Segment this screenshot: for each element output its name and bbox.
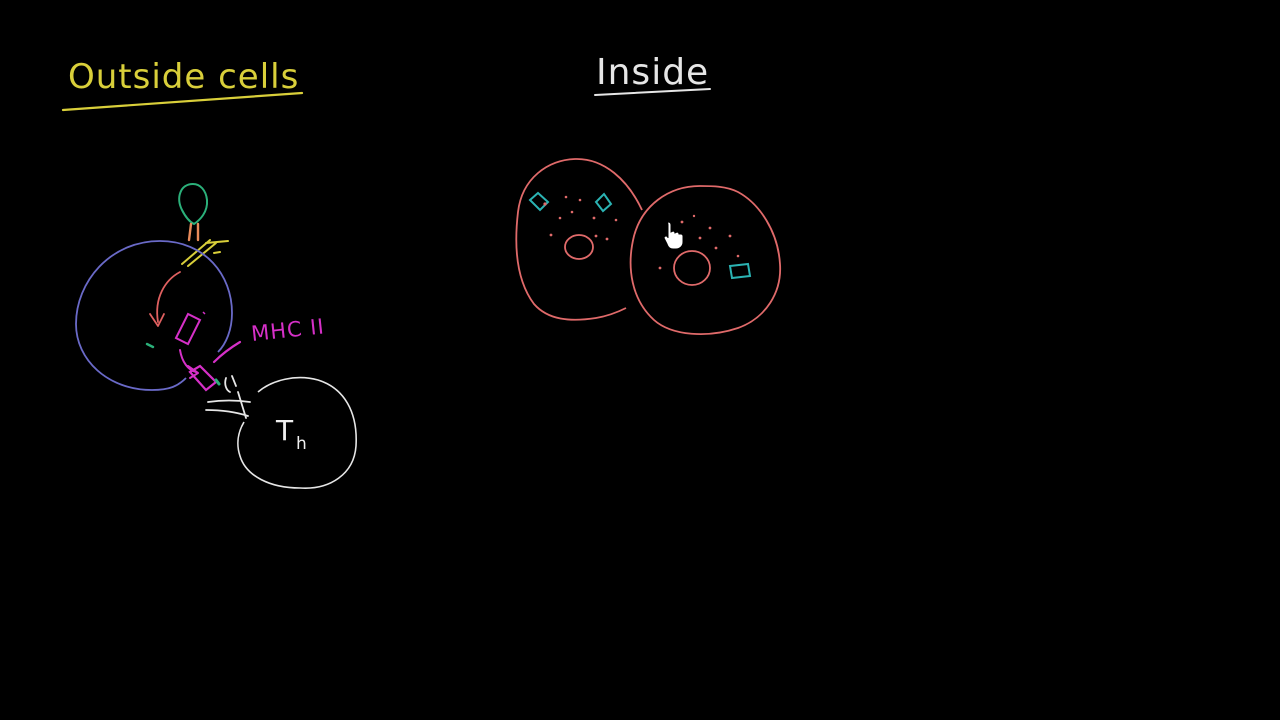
b-cell-diagram: MHC II	[75, 182, 326, 392]
antigen-fragment	[145, 342, 155, 349]
outside-cells-label: Outside cells	[68, 57, 299, 97]
inside-label: Inside	[596, 52, 709, 93]
b-cell-membrane	[75, 240, 233, 391]
infected-cell-right-nucleus	[673, 250, 711, 286]
mhc-ii-label: MHC II	[250, 314, 326, 346]
antigen-blob	[178, 182, 209, 226]
inside-heading: Inside	[594, 52, 711, 96]
viral-protein-1	[528, 191, 550, 212]
b-cell-receptor	[181, 239, 229, 267]
protein-fragments-left	[543, 195, 618, 241]
receptor-stem-left	[187, 222, 193, 242]
mhc-ii-internal	[174, 312, 202, 346]
t-cell-receptor	[205, 375, 251, 419]
internalization-arrowhead	[149, 313, 165, 327]
mhc-ii-internal-tick	[202, 311, 206, 315]
outside-cells-underline	[61, 91, 304, 112]
viral-protein-3	[728, 262, 752, 280]
outside-cells-heading: Outside cells	[61, 57, 304, 112]
t-helper-label: T	[275, 414, 294, 447]
mhc-ii-pointer-line	[212, 340, 242, 364]
t-helper-cell-diagram: T h	[205, 375, 357, 489]
inside-underline	[594, 88, 711, 96]
t-cell-membrane	[237, 376, 357, 489]
infected-cell-right	[629, 185, 781, 336]
hand-pointer-icon	[663, 221, 684, 250]
infected-cell-left	[515, 158, 643, 321]
infected-cell-left-nucleus	[564, 234, 594, 260]
t-helper-subscript: h	[296, 434, 307, 454]
infected-cells-diagram	[515, 158, 781, 336]
mhc-ii-surface	[188, 364, 218, 392]
presented-peptide	[214, 378, 221, 386]
internalization-arrow	[156, 271, 181, 323]
viral-protein-2	[594, 192, 613, 213]
